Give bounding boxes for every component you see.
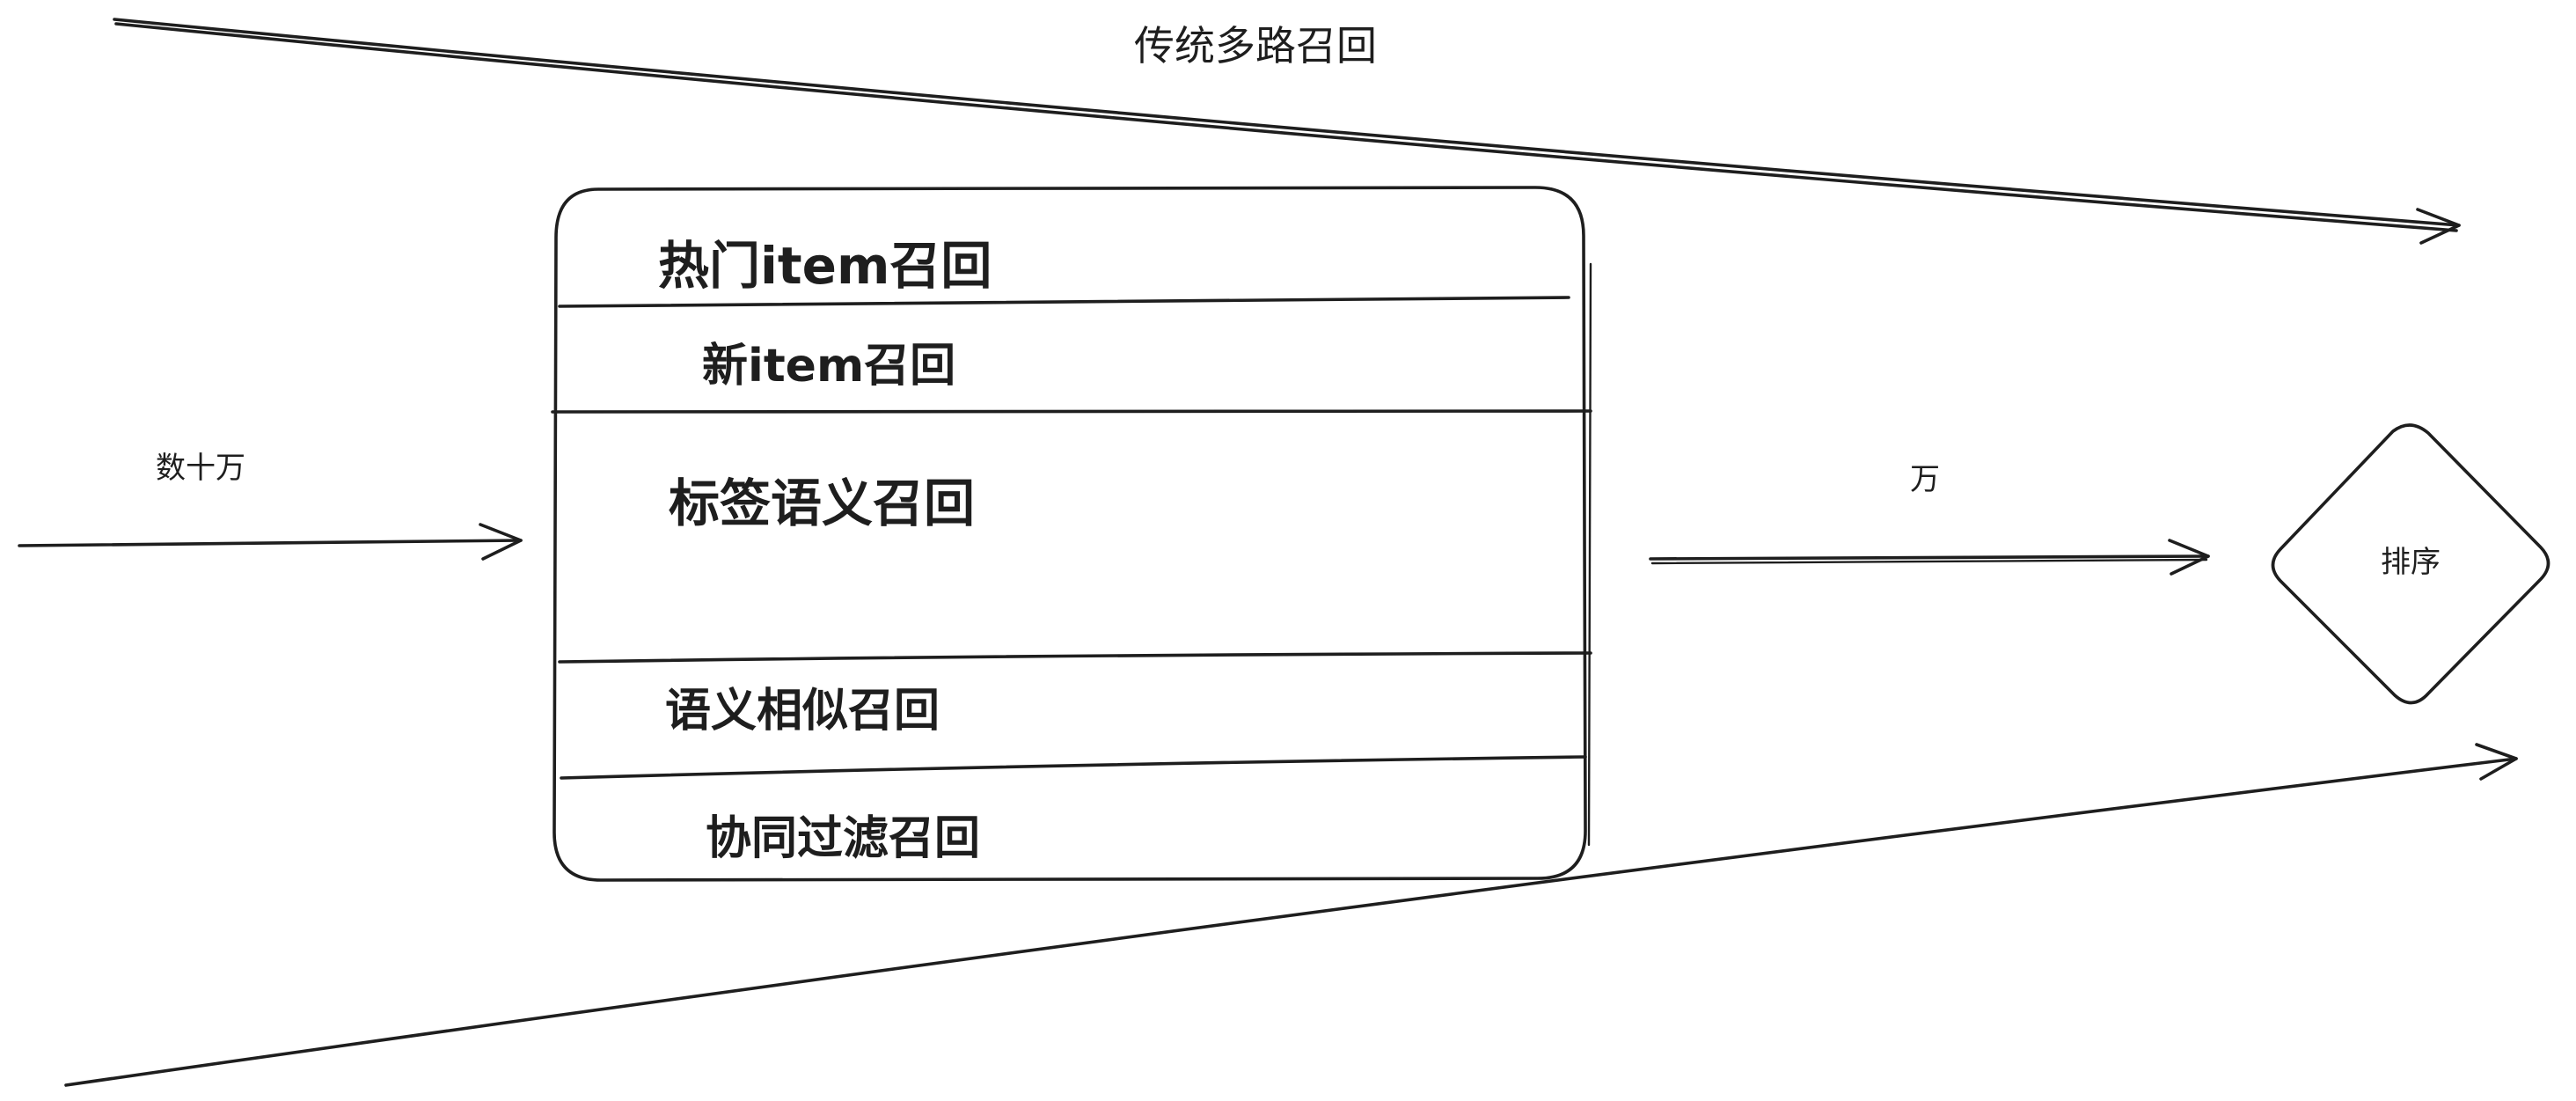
input-arrow (18, 523, 523, 561)
diagram-title: 传统多路召回 (1134, 22, 1377, 70)
rank-diamond (2271, 423, 2550, 705)
input-count-label: 数十万 (156, 451, 245, 486)
output-count-label: 万 (1910, 462, 1940, 497)
separator-line-2 (551, 408, 1592, 414)
recall-collaborative-filtering-label: 协同过滤召回 (706, 812, 980, 865)
separator-line-1 (558, 296, 1570, 308)
output-arrow (1649, 539, 2210, 576)
separator-line-4 (560, 755, 1587, 780)
recall-tag-semantic-label: 标签语义召回 (669, 473, 975, 533)
recall-hot-item-label: 热门item召回 (658, 236, 992, 296)
rank-node-label: 排序 (2381, 545, 2441, 580)
bottom-funnel-arrow (64, 743, 2518, 1087)
separator-line-3 (558, 651, 1592, 664)
recall-container (553, 186, 1592, 882)
recall-new-item-label: 新item召回 (702, 340, 955, 393)
recall-semantic-similar-label: 语义相似召回 (665, 685, 940, 738)
top-funnel-arrow (113, 18, 2461, 245)
